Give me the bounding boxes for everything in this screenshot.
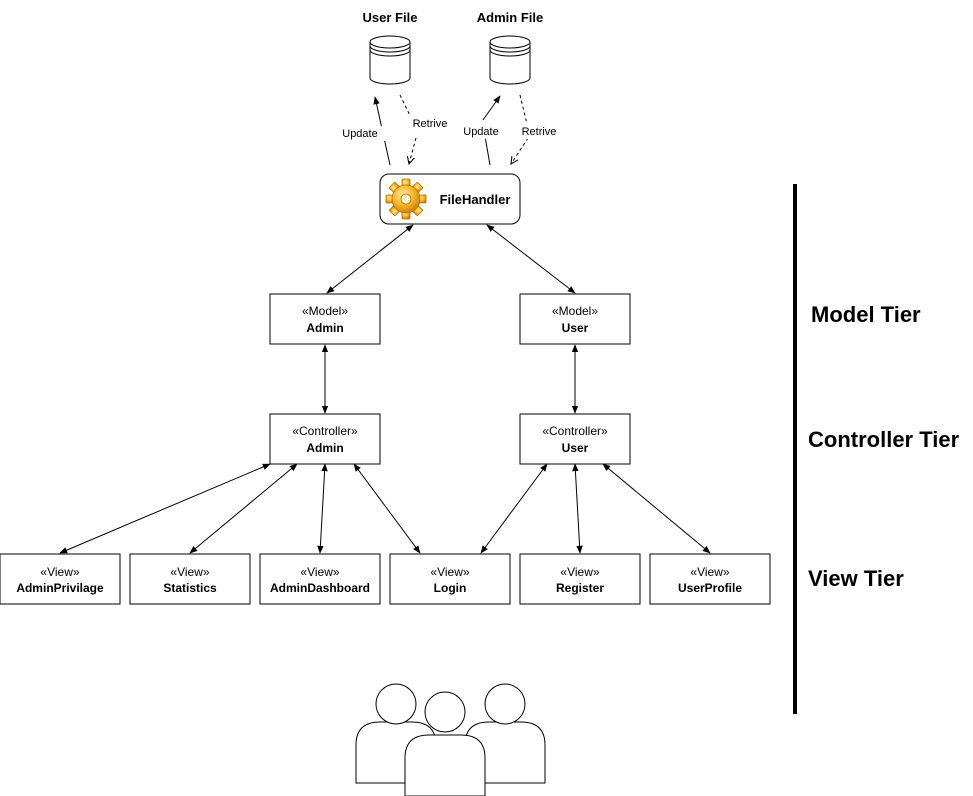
view-adminprivilage-name: AdminPrivilage	[16, 581, 104, 595]
controller-admin-admindashboard-edge	[317, 463, 328, 554]
view-adminprivilage-stereotype: «View»	[40, 565, 79, 579]
view-tier-label: View Tier	[808, 566, 904, 591]
gear-icon	[385, 178, 427, 220]
user-update-label-bg	[335, 126, 385, 141]
user-retrieve-label-bg	[405, 116, 453, 131]
controller-user-stereotype: «Controller»	[542, 424, 608, 438]
user-retrieve-edge	[409, 137, 417, 164]
admin-file-database-icon	[489, 35, 531, 85]
filehandler-model-user-edge	[486, 224, 576, 294]
controller-admin-adminprivilage-edge	[59, 463, 271, 554]
view-register-stereotype: «View»	[560, 565, 599, 579]
view-login-node[interactable]	[389, 553, 511, 605]
filehandler-label: FileHandler	[440, 192, 511, 207]
users-group-icon	[355, 683, 546, 796]
controller-user-userprofile-edge	[602, 463, 711, 554]
controller-user-login-edge	[480, 463, 548, 554]
controller-admin-stereotype: «Controller»	[292, 424, 358, 438]
view-login-stereotype: «View»	[430, 565, 469, 579]
view-admindashboard-name: AdminDashboard	[270, 581, 370, 595]
model-tier-label: Model Tier	[811, 302, 921, 327]
view-register-node[interactable]	[519, 553, 641, 605]
filehandler-model-admin-edge	[326, 224, 414, 294]
admin-update-edge	[482, 95, 501, 121]
user-retrieve-label: Retrive	[413, 118, 448, 130]
model-admin-stereotype: «Model»	[302, 304, 348, 318]
model-user-name: User	[562, 321, 589, 335]
view-userprofile-node[interactable]	[649, 553, 771, 605]
controller-user-register-edge	[572, 463, 583, 554]
view-admindashboard-stereotype: «View»	[300, 565, 339, 579]
admin-update-label-bg	[458, 124, 506, 139]
controller-user-node[interactable]	[519, 413, 631, 465]
user-file-database-icon	[369, 35, 411, 85]
admin-retrieve-edge-top	[519, 94, 529, 129]
view-register-name: Register	[556, 581, 604, 595]
admin-retrieve-label-bg	[515, 124, 563, 139]
view-adminprivilage-node[interactable]	[0, 553, 121, 605]
controller-user-name: User	[562, 441, 589, 455]
controller-admin-name: Admin	[306, 441, 343, 455]
view-userprofile-name: UserProfile	[678, 581, 742, 595]
view-statistics-name: Statistics	[163, 581, 217, 595]
controller-admin-node[interactable]	[269, 413, 381, 465]
admin-retrieve-edge	[511, 137, 529, 164]
admin-retrieve-label: Retrive	[522, 126, 557, 138]
admin-file-label: Admin File	[477, 10, 543, 25]
model-user-stereotype: «Model»	[552, 304, 598, 318]
controller-admin-statistics-edge	[189, 463, 298, 554]
admin-update-label: Update	[463, 126, 498, 138]
user-update-label: Update	[342, 128, 377, 140]
model-admin-name: Admin	[306, 321, 343, 335]
view-login-name: Login	[434, 581, 467, 595]
view-statistics-node[interactable]	[129, 553, 251, 605]
view-userprofile-stereotype: «View»	[690, 565, 729, 579]
model-admin-node[interactable]	[269, 293, 381, 345]
controller-admin-login-edge	[353, 463, 421, 554]
controller-tier-label: Controller Tier	[808, 427, 960, 452]
view-admindashboard-node[interactable]	[259, 553, 381, 605]
model-user-node[interactable]	[519, 293, 631, 345]
user-file-label: User File	[363, 10, 418, 25]
view-statistics-stereotype: «View»	[170, 565, 209, 579]
